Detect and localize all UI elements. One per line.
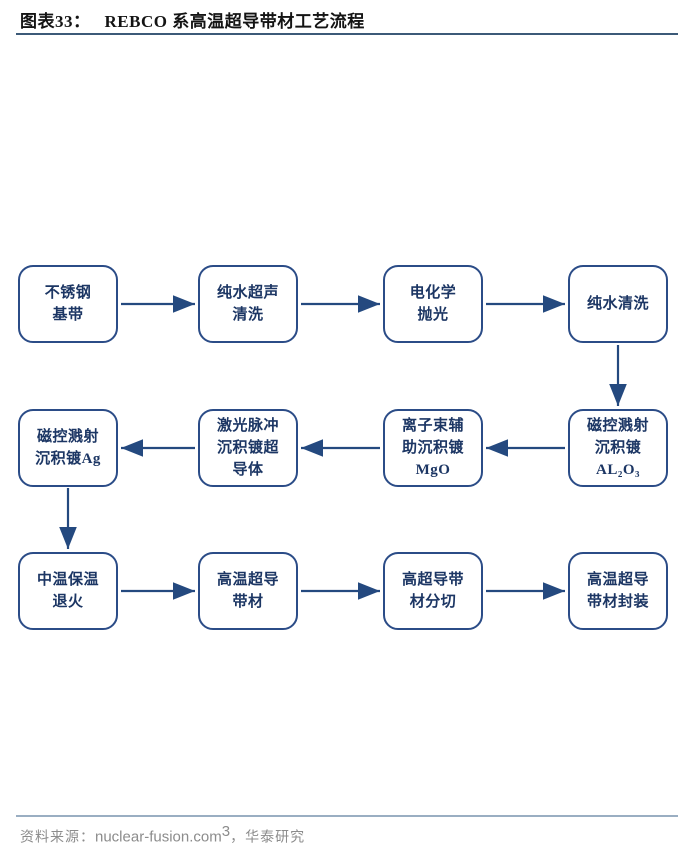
node-line: 清洗 — [232, 307, 264, 323]
title-divider-line — [16, 33, 678, 35]
flow-node-sputter-deposit-al2o3: 磁控溅射 沉积镀 AL₂O₃ — [568, 409, 668, 487]
node-line: 退火 — [52, 594, 84, 610]
node-line: 导体 — [232, 462, 264, 478]
node-line: 不锈钢 — [44, 285, 92, 301]
node-line: AL₂O₃ — [596, 462, 640, 478]
node-line: 中温保温 — [36, 572, 99, 588]
flow-node-hts-tape-packaging: 高温超导 带材封装 — [568, 552, 668, 630]
node-line: 高温超导 — [586, 572, 649, 588]
node-line: 带材封装 — [586, 594, 649, 610]
figure-label: 图表33： — [20, 12, 91, 31]
flow-node-pure-water-ultrasonic-clean: 纯水超声 清洗 — [198, 265, 298, 343]
node-line: 离子束辅 — [401, 418, 464, 434]
node-line: 纯水清洗 — [586, 296, 649, 312]
flow-node-sputter-deposit-ag: 磁控溅射 沉积镀Ag — [18, 409, 118, 487]
node-line: 基带 — [52, 307, 84, 323]
node-line: 高温超导 — [216, 572, 279, 588]
node-line: 沉积镀超 — [216, 440, 279, 456]
node-line: 磁控溅射 — [36, 429, 99, 445]
node-line: 带材 — [232, 594, 264, 610]
flow-node-pure-water-rinse: 纯水清洗 — [568, 265, 668, 343]
source-note: 资料来源：nuclear-fusion.com3，华泰研究 — [20, 823, 305, 847]
node-line: 沉积镀Ag — [35, 451, 101, 467]
source-prefix: 资料来源： — [20, 830, 95, 846]
node-line: 电化学 — [409, 285, 457, 301]
footer-divider-line — [16, 815, 678, 817]
node-line: 助沉积镀 — [401, 440, 464, 456]
flow-node-stainless-steel-substrate: 不锈钢 基带 — [18, 265, 118, 343]
node-line: 磁控溅射 — [586, 418, 649, 434]
flow-node-electrochemical-polish: 电化学 抛光 — [383, 265, 483, 343]
source-superscript: 3 — [221, 823, 231, 840]
figure-title-text: REBCO 系高温超导带材工艺流程 — [104, 12, 365, 31]
flow-node-ion-beam-assisted-deposit-mgo: 离子束辅 助沉积镀 MgO — [383, 409, 483, 487]
source-link-text: nuclear-fusion.com — [95, 828, 222, 846]
node-line: 高超导带 — [401, 572, 464, 588]
flow-node-hts-tape-slitting: 高超导带 材分切 — [383, 552, 483, 630]
flow-node-mid-temp-anneal: 中温保温 退火 — [18, 552, 118, 630]
node-line: 抛光 — [417, 307, 449, 323]
node-line: 材分切 — [409, 594, 457, 610]
flow-node-hts-tape: 高温超导 带材 — [198, 552, 298, 630]
figure-title: 图表33： REBCO 系高温超导带材工艺流程 — [20, 7, 680, 32]
node-line: 纯水超声 — [216, 285, 279, 301]
flow-node-pulsed-laser-deposit-superconductor: 激光脉冲 沉积镀超 导体 — [198, 409, 298, 487]
node-line: 沉积镀 — [594, 440, 642, 456]
figure-header: 图表33： REBCO 系高温超导带材工艺流程 — [20, 7, 680, 32]
node-line: 激光脉冲 — [216, 418, 279, 434]
node-line: MgO — [415, 462, 451, 478]
source-suffix: ，华泰研究 — [230, 830, 306, 846]
